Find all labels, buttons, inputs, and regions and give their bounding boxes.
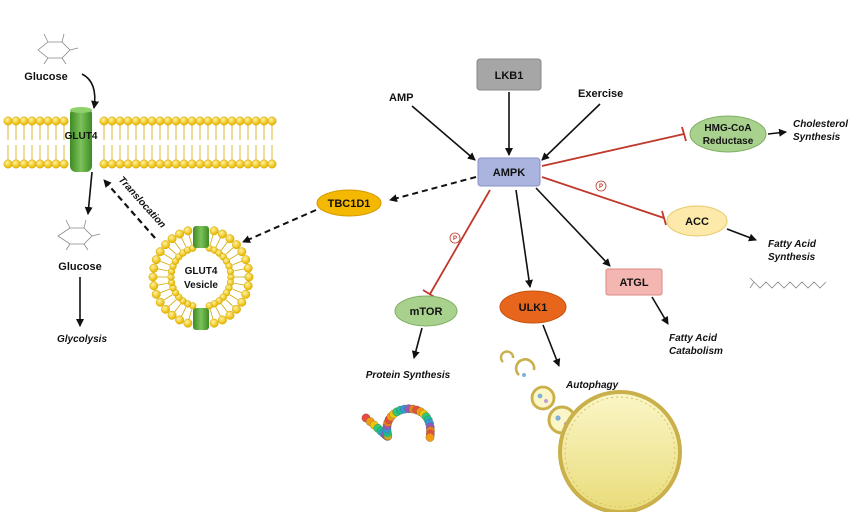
glucose-import-arrow (84, 171, 93, 215)
vesicle-label-line1: GLUT4 (185, 266, 218, 277)
glucose-bottom-molecule-icon (57, 219, 101, 251)
fatty-acid-synth-line2: Synthesis (768, 252, 816, 263)
hmgcoa-to-cholesterol-arrow (767, 128, 787, 137)
exercise-to-ampk-arrow (541, 103, 601, 161)
protein-chain-icon (361, 404, 435, 442)
ampk-inhibits-mtor-line (429, 189, 491, 295)
glut4-top-cap (70, 107, 92, 113)
glut4-transporter (70, 108, 92, 172)
ampk-to-tbc1d1-arrow (389, 176, 477, 203)
hmgcoa-label-line2: Reductase (703, 136, 754, 147)
fatty-acid-cat-line1: Fatty Acid (669, 333, 718, 344)
ampk-inhibits-hmgcoa-line (541, 133, 685, 167)
mtor-to-protein-arrow (411, 327, 423, 359)
vesicle-label-line2: Vesicle (184, 280, 218, 291)
mtor-phospho-label: P (453, 236, 457, 242)
lkb1-node (476, 58, 542, 91)
amp-label: AMP (389, 92, 413, 104)
vesicle-glut4-bottom (193, 308, 209, 330)
glucose-top-label: Glucose (24, 71, 67, 83)
atgl-to-fatty-acid-arrow (651, 296, 669, 325)
mtor-node (394, 295, 458, 327)
mtor-label: mTOR (410, 306, 443, 318)
cell-membrane (3, 116, 277, 169)
exercise-label: Exercise (578, 88, 623, 100)
atgl-label: ATGL (619, 277, 648, 289)
tbc1d1-label: TBC1D1 (328, 198, 371, 210)
fatty-acid-cat-line2: Catabolism (669, 346, 723, 357)
cholesterol-label-line1: Cholesterol (793, 119, 848, 130)
acc-label: ACC (685, 216, 709, 228)
acc-to-fatty-acid-arrow (726, 228, 757, 242)
ulk1-label: ULK1 (519, 302, 548, 314)
fatty-acid-synth-line1: Fatty Acid (768, 239, 817, 250)
hmgcoa-inhibition-bar (681, 126, 687, 142)
autophagosome-series-icon (499, 350, 682, 512)
hmgcoa-reductase-node (689, 115, 767, 153)
hmgcoa-label-line1: HMG-CoA (704, 123, 751, 134)
ampk-label: AMPK (493, 167, 525, 179)
autophagy-label: Autophagy (565, 380, 619, 391)
acc-inhibition-bar (661, 210, 667, 226)
glucose-top-molecule-icon (37, 33, 79, 65)
acc-node (666, 205, 728, 237)
lkb1-label: LKB1 (495, 70, 524, 82)
tbc1d1-to-vesicle-arrow (242, 209, 317, 243)
atgl-node (605, 268, 663, 296)
fatty-acid-head-icon (749, 277, 755, 289)
acc-phospho-icon (595, 180, 607, 192)
ulk1-node (499, 290, 567, 324)
glut4-label: GLUT4 (65, 131, 98, 142)
ampk-to-ulk1-arrow (515, 189, 533, 288)
acc-phospho-label: P (599, 184, 603, 190)
glucose-entry-arrow (81, 73, 100, 109)
translocation-arrow (103, 179, 156, 239)
glucose-bottom-label: Glucose (58, 261, 101, 273)
cholesterol-label-line2: Synthesis (793, 132, 841, 143)
glut4-vesicle (148, 226, 254, 328)
amp-to-ampk-arrow (411, 105, 476, 161)
mtor-phospho-icon (449, 232, 461, 244)
protein-synthesis-label: Protein Synthesis (366, 370, 451, 381)
ampk-inhibits-acc-line (541, 176, 665, 219)
ampk-to-atgl-arrow (535, 187, 611, 267)
ampk-node (477, 157, 541, 187)
vesicle-glut4-top (193, 226, 209, 248)
tbc1d1-node (316, 189, 382, 217)
ulk1-to-autophagy-arrow (542, 324, 561, 367)
fatty-acid-chain-icon (753, 281, 827, 289)
glycolysis-label: Glycolysis (57, 334, 107, 345)
